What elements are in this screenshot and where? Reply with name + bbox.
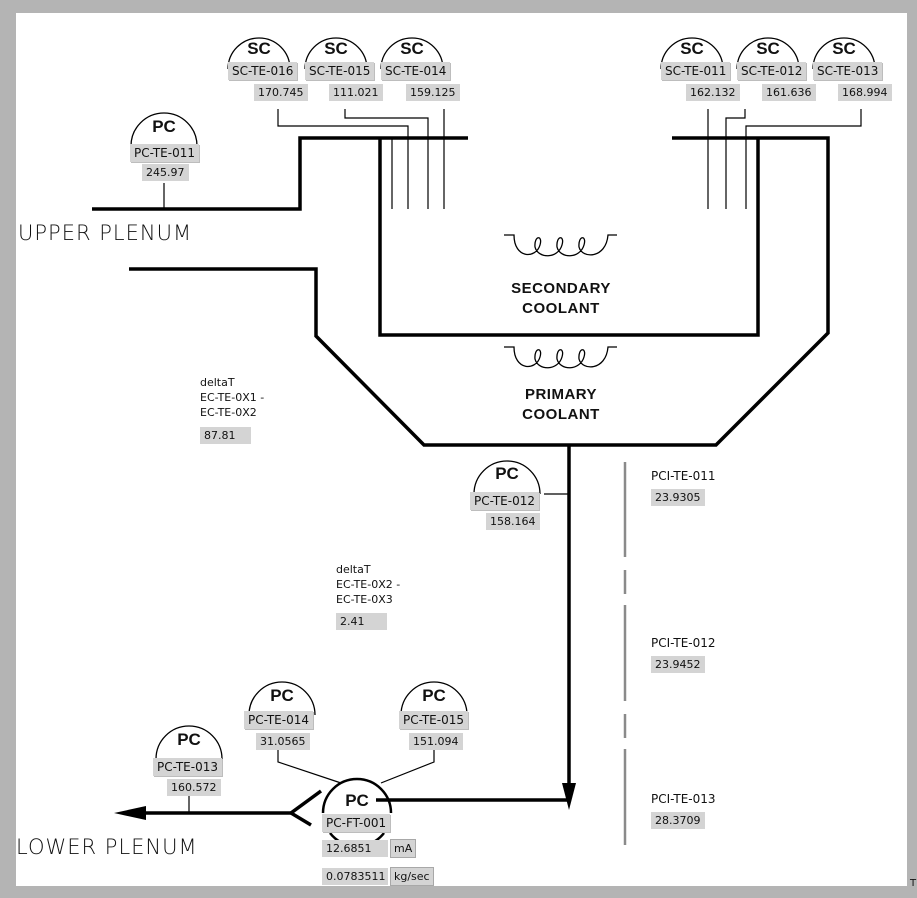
delta-t-1-line2: EC-TE-0X2 <box>200 406 257 419</box>
pc-ft-001-flow-unit: kg/sec <box>390 867 434 886</box>
sc-te-013-lead <box>745 109 862 209</box>
sc-te-012-value: 161.636 <box>762 84 816 101</box>
primary-coil-icon <box>504 346 617 369</box>
sc-te-015-bubble <box>304 37 368 70</box>
sc-te-016-bubble <box>227 37 291 70</box>
flow-arrow-left <box>114 806 146 820</box>
vessel-outer-wall <box>92 136 468 211</box>
pc-te-011-group: PC <box>152 117 176 136</box>
sc-te-015-lead <box>344 109 429 209</box>
pc-te-014-value: 31.0565 <box>256 733 310 750</box>
pc-te-013-value: 160.572 <box>167 779 221 796</box>
sc-te-011-tag: SC-TE-011 <box>661 62 731 80</box>
pci-te-013-tag: PCI-TE-013 <box>651 792 716 806</box>
pc-te-014-bubble <box>248 681 316 716</box>
sc-te-011-group: SC <box>680 39 704 58</box>
pc-te-012-group: PC <box>495 464 519 483</box>
pc-ft-001-current-unit: mA <box>390 839 417 858</box>
pc-te-011-bubble <box>130 112 198 147</box>
delta-t-1-title: deltaT <box>200 376 235 389</box>
secondary-chamber <box>378 138 760 337</box>
pc-ft-001-current-value: 12.6851 <box>322 840 388 857</box>
pc-ft-001-flow-value: 0.0783511 <box>322 868 388 885</box>
sc-te-013-value: 168.994 <box>838 84 892 101</box>
sc-te-011-bubble <box>660 37 724 70</box>
secondary-coolant-line1: SECONDARY <box>511 280 611 297</box>
pc-te-011-value: 245.97 <box>142 164 189 181</box>
flow-arrow-down <box>562 783 576 810</box>
sc-te-014-value: 159.125 <box>406 84 460 101</box>
sc-te-013-group: SC <box>832 39 856 58</box>
pc-te-015-bubble <box>400 681 468 716</box>
secondary-coolant-label: SECONDARY COOLANT <box>486 279 636 319</box>
secondary-coolant-line2: COOLANT <box>522 300 600 317</box>
sc-te-012-group: SC <box>756 39 780 58</box>
pc-te-012-value: 158.164 <box>486 513 540 530</box>
sc-te-012-bubble <box>736 37 800 70</box>
pc-ft-001-group: PC <box>345 791 369 810</box>
sc-te-013-bubble <box>812 37 876 70</box>
sc-te-014-group: SC <box>400 39 424 58</box>
corner-marker: T <box>910 878 917 889</box>
sc-te-015-value: 111.021 <box>329 84 383 101</box>
secondary-coil-icon <box>504 234 617 257</box>
sc-te-015-group: SC <box>324 39 348 58</box>
pc-te-011-tag: PC-TE-011 <box>130 144 199 162</box>
pc-te-015-value: 151.094 <box>409 733 463 750</box>
sc-te-014-bubble <box>380 37 444 70</box>
sc-te-013-tag: SC-TE-013 <box>813 62 883 80</box>
delta-t-2-line2: EC-TE-0X3 <box>336 593 393 606</box>
flow-element-chevron <box>287 789 323 827</box>
delta-t-2-line1: EC-TE-0X2 - <box>336 578 401 591</box>
sc-te-016-tag: SC-TE-016 <box>228 62 298 80</box>
pc-te-013-group: PC <box>177 730 201 749</box>
primary-coolant-line2: COOLANT <box>522 406 600 423</box>
sc-te-016-lead <box>277 109 409 209</box>
primary-coolant-line1: PRIMARY <box>524 386 598 403</box>
sc-te-012-tag: SC-TE-012 <box>737 62 807 80</box>
pci-te-013-value: 28.3709 <box>651 812 705 829</box>
lower-plenum-label: LOWER PLENUM <box>16 835 198 859</box>
primary-coolant-label: PRIMARY COOLANT <box>486 385 636 425</box>
sc-te-016-value: 170.745 <box>254 84 308 101</box>
delta-t-1-value: 87.81 <box>200 427 251 444</box>
piping-diagram <box>92 37 876 848</box>
pci-te-011-value: 23.9305 <box>651 489 705 506</box>
delta-t-2-title: deltaT <box>336 563 371 576</box>
pc-te-014-tag: PC-TE-014 <box>244 711 313 729</box>
pci-te-012-value: 23.9452 <box>651 656 705 673</box>
sc-te-015-tag: SC-TE-015 <box>305 62 375 80</box>
pc-te-012-tag: PC-TE-012 <box>470 492 539 510</box>
pc-te-013-tag: PC-TE-013 <box>153 758 222 776</box>
upper-plenum-label: UPPER PLENUM <box>18 221 193 245</box>
pid-canvas: UPPER PLENUM LOWER PLENUM SECONDARY COOL… <box>16 13 907 886</box>
pc-ft-001-bubble <box>321 777 393 814</box>
sc-te-014-tag: SC-TE-014 <box>381 62 451 80</box>
pc-te-013-bubble <box>155 725 223 760</box>
pc-ft-001-tag: PC-FT-001 <box>322 814 391 832</box>
pc-te-015-tag: PC-TE-015 <box>399 711 468 729</box>
sc-te-012-lead <box>725 109 746 209</box>
pc-te-012-bubble <box>473 460 541 495</box>
sc-te-016-group: SC <box>247 39 271 58</box>
pc-te-015-group: PC <box>422 686 446 705</box>
pci-te-011-tag: PCI-TE-011 <box>651 469 716 483</box>
pc-te-014-group: PC <box>270 686 294 705</box>
delta-t-1-line1: EC-TE-0X1 - <box>200 391 265 404</box>
pci-te-012-tag: PCI-TE-012 <box>651 636 716 650</box>
delta-t-2-value: 2.41 <box>336 613 387 630</box>
sc-te-011-value: 162.132 <box>686 84 740 101</box>
